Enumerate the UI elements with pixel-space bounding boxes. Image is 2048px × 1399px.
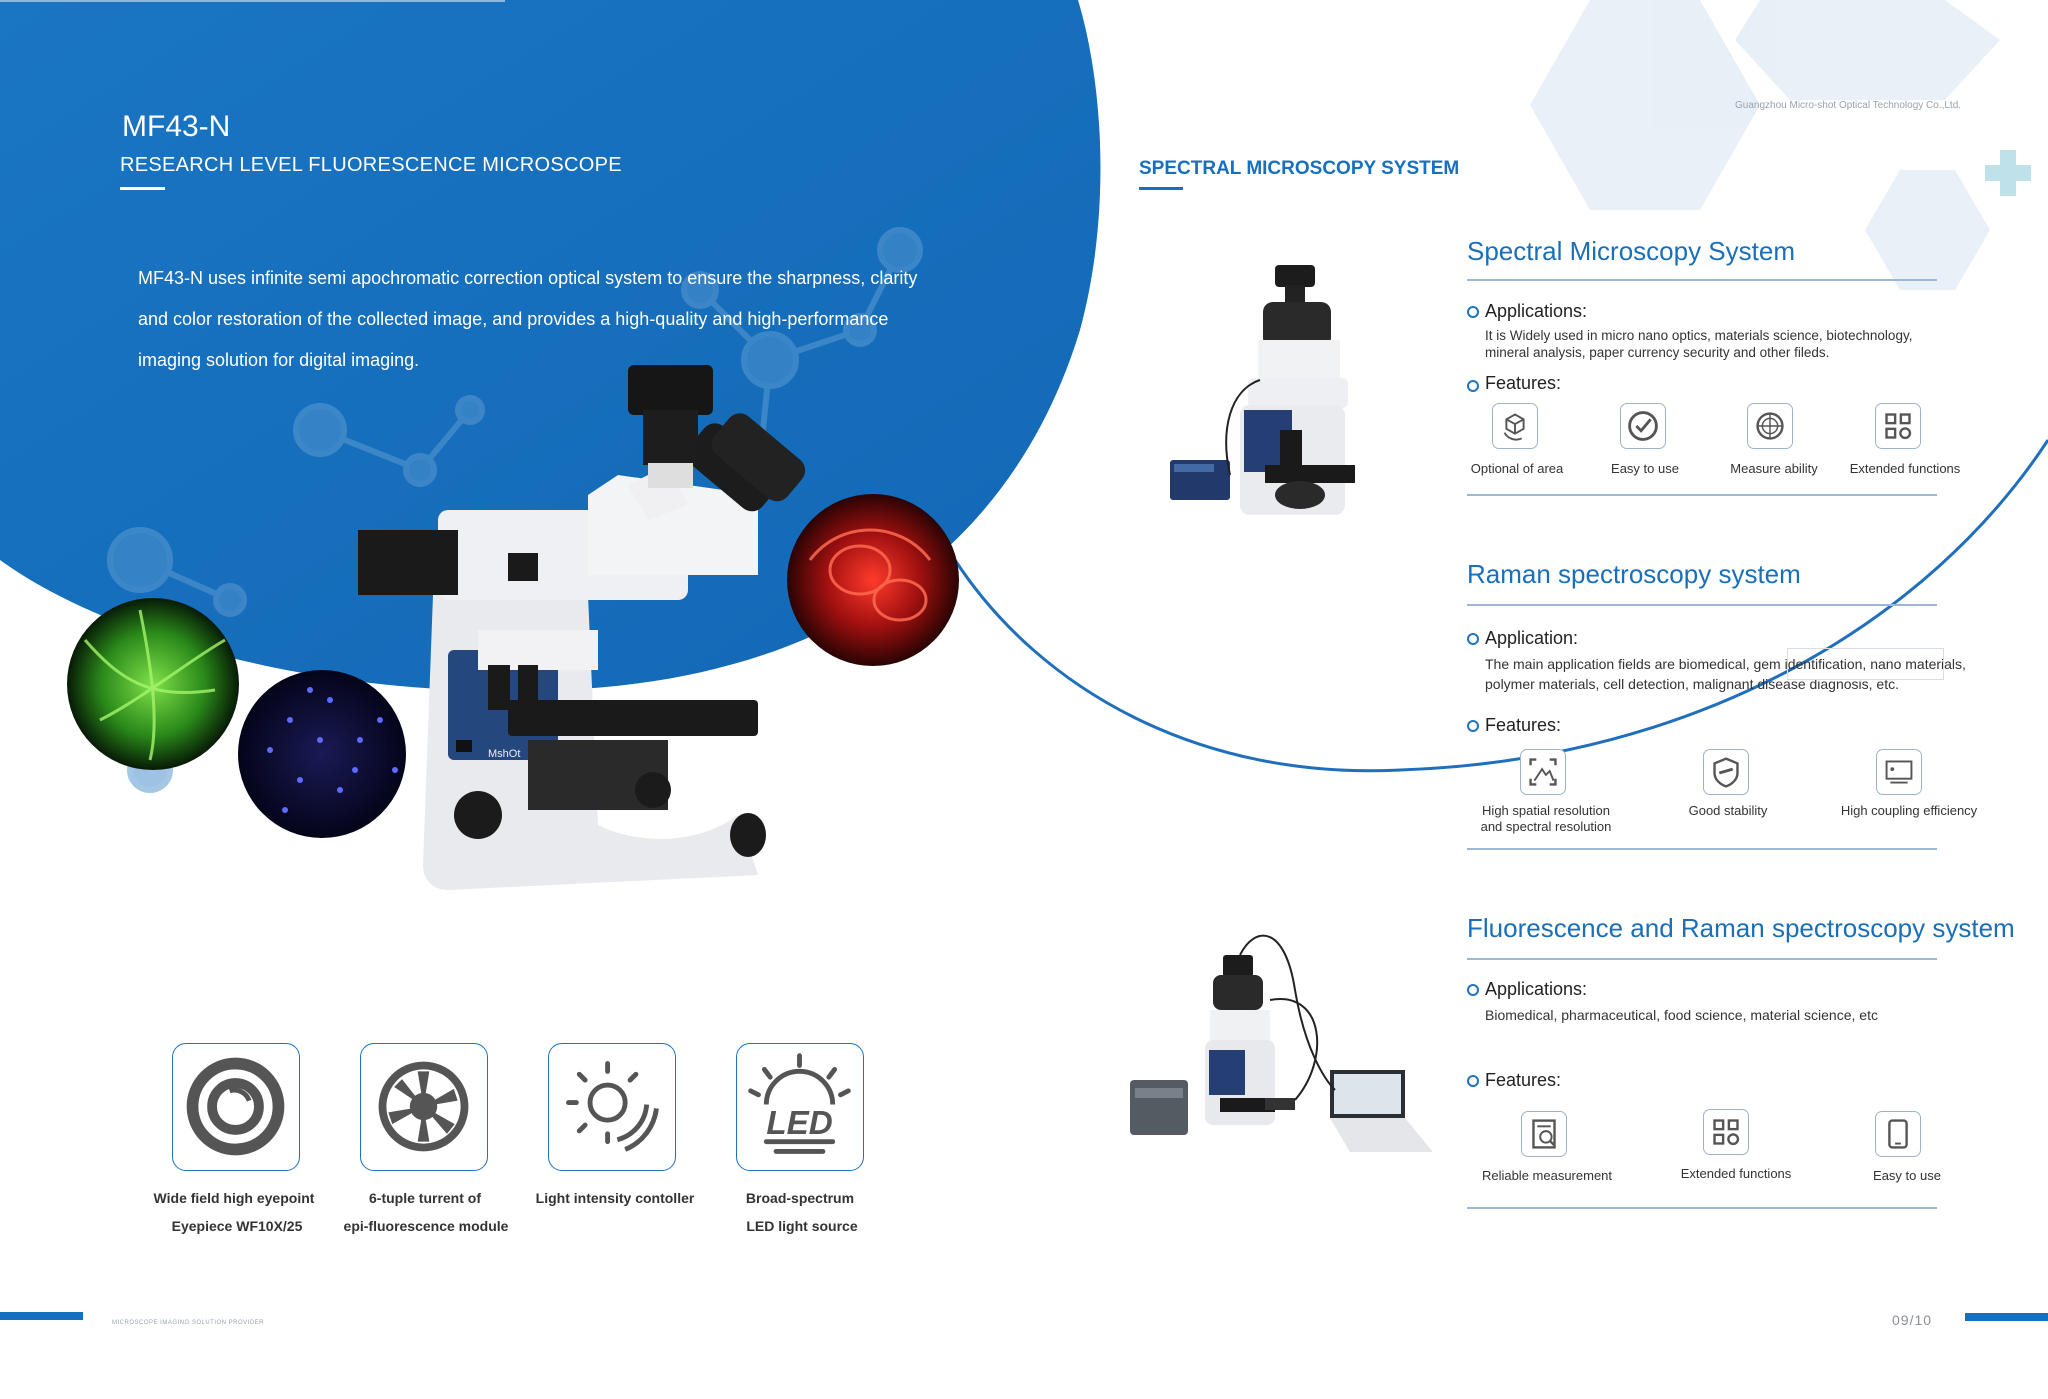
feature-light-box: [548, 1043, 676, 1171]
microscope-brand: MshOt: [488, 748, 520, 760]
model-subtitle: RESEARCH LEVEL FLUORESCENCE MICROSCOPE: [120, 154, 622, 176]
system-1-title-rule: [1467, 279, 1937, 281]
system-1-bottom-rule: [1467, 494, 1937, 496]
system-1-feat-heading: Features:: [1485, 373, 1562, 393]
system-3-title-rule: [1467, 958, 1937, 960]
system-1-app-line2: mineral analysis, paper currency securit…: [1485, 345, 1830, 360]
highlight-box: [1787, 648, 1944, 680]
system-2-feature-2: Good stability: [1688, 803, 1768, 818]
feature-led-label2: LED light source: [746, 1218, 858, 1234]
system-1-feature-4: Extended functions: [1849, 461, 1961, 476]
extended-functions-icon: [1875, 403, 1921, 449]
system-3-feat-bullet: [1467, 1075, 1479, 1087]
coupling-efficiency-icon: [1876, 749, 1922, 795]
light-intensity-icon: [566, 1061, 659, 1152]
section-title: SPECTRAL MICROSCOPY SYSTEM: [1139, 158, 1460, 179]
title-underline: [120, 187, 165, 190]
feature-turret-box: [360, 1043, 488, 1171]
page-number: 09/10: [1892, 1312, 1933, 1328]
good-stability-icon: [1703, 749, 1749, 795]
spectral-microscope-image: [1170, 265, 1355, 515]
intro-line-1: MF43-N uses infinite semi apochromatic c…: [138, 268, 918, 288]
eyepiece-icon: [186, 1057, 285, 1156]
system-1-app-line1: It is Widely used in micro nano optics, …: [1485, 328, 1913, 343]
system-3-app-line1: Biomedical, pharmaceutical, food science…: [1485, 1007, 1878, 1023]
feature-eyepiece-label1: Wide field high eyepoint: [153, 1190, 315, 1206]
feature-light-label1: Light intensity contoller: [535, 1190, 695, 1206]
model-title: MF43-N: [122, 110, 231, 143]
system-1-app-bullet: [1467, 306, 1479, 318]
system-1-feature-1: Optional of area: [1470, 461, 1564, 476]
system-3-feature-2: Extended functions: [1680, 1166, 1792, 1181]
system-1-feature-2: Easy to use: [1611, 461, 1679, 476]
company-name: Guangzhou Micro-shot Optical Technology …: [1735, 100, 1962, 111]
feature-led-label1: Broad-spectrum: [745, 1190, 855, 1206]
system-3-feature-3: Easy to use: [1873, 1168, 1941, 1183]
feature-turret-label2: epi-fluorescence module: [343, 1218, 509, 1234]
system-2-title-rule: [1467, 604, 1937, 606]
optional-area-icon: [1492, 403, 1538, 449]
section-title-underline: [1139, 187, 1183, 190]
system-3-app-heading: Applications:: [1485, 979, 1588, 999]
system-2-feat-heading: Features:: [1485, 715, 1562, 735]
fluorescence-raman-setup-image: [1130, 934, 1433, 1152]
led-icon: LED: [748, 1053, 851, 1154]
system-2-app-line1: The main application fields are biomedic…: [1485, 656, 1966, 672]
system-3-feat-heading: Features:: [1485, 1070, 1562, 1090]
turret-icon: [378, 1061, 469, 1152]
high-resolution-icon: [1520, 749, 1566, 795]
measure-ability-icon: [1747, 403, 1793, 449]
microscope-main-image: MshOt: [358, 365, 806, 890]
system-2-app-line2: polymer materials, cell detection, malig…: [1485, 676, 1899, 692]
extended-functions-icon-2: [1703, 1109, 1749, 1155]
system-1-app-heading: Applications:: [1485, 301, 1588, 321]
reliable-measurement-icon: [1521, 1111, 1567, 1157]
system-3-title: Fluorescence and Raman spectroscopy syst…: [1467, 913, 2015, 943]
system-3-app-bullet: [1467, 984, 1479, 996]
system-3-bottom-rule: [1467, 1207, 1937, 1209]
easy-to-use-icon: [1620, 403, 1666, 449]
easy-to-use-icon-2: [1875, 1111, 1921, 1157]
system-2-app-heading: Application:: [1485, 628, 1579, 648]
system-2-feat-bullet: [1467, 720, 1479, 732]
feature-led-box: LED: [736, 1043, 864, 1171]
system-2-feature-3: High coupling efficiency: [1840, 803, 1978, 818]
intro-line-3: imaging solution for digital imaging.: [138, 350, 420, 370]
system-1-feature-3: Measure ability: [1730, 461, 1818, 476]
system-1-feat-bullet: [1467, 380, 1479, 392]
feature-eyepiece-box: [172, 1043, 300, 1171]
system-2-app-bullet: [1467, 633, 1479, 645]
system-2-title: Raman spectroscopy system: [1467, 559, 1801, 589]
feature-turret-label1: 6-tuple turrent of: [369, 1190, 481, 1206]
intro-line-2: and color restoration of the collected i…: [138, 309, 889, 329]
system-2-feature-1b: and spectral resolution: [1480, 819, 1612, 834]
system-2-feature-1a: High spatial resolution: [1482, 803, 1610, 818]
led-icon-text: LED: [766, 1105, 832, 1142]
system-3-feature-1: Reliable measurement: [1481, 1168, 1613, 1183]
feature-eyepiece-label2: Eyepiece WF10X/25: [171, 1218, 303, 1234]
system-1-title: Spectral Microscopy System: [1467, 236, 1795, 266]
system-2-bottom-rule: [1467, 848, 1937, 850]
footer-tagline: MICROSCOPE IMAGING SOLUTION PROVIDER: [112, 1320, 265, 1326]
